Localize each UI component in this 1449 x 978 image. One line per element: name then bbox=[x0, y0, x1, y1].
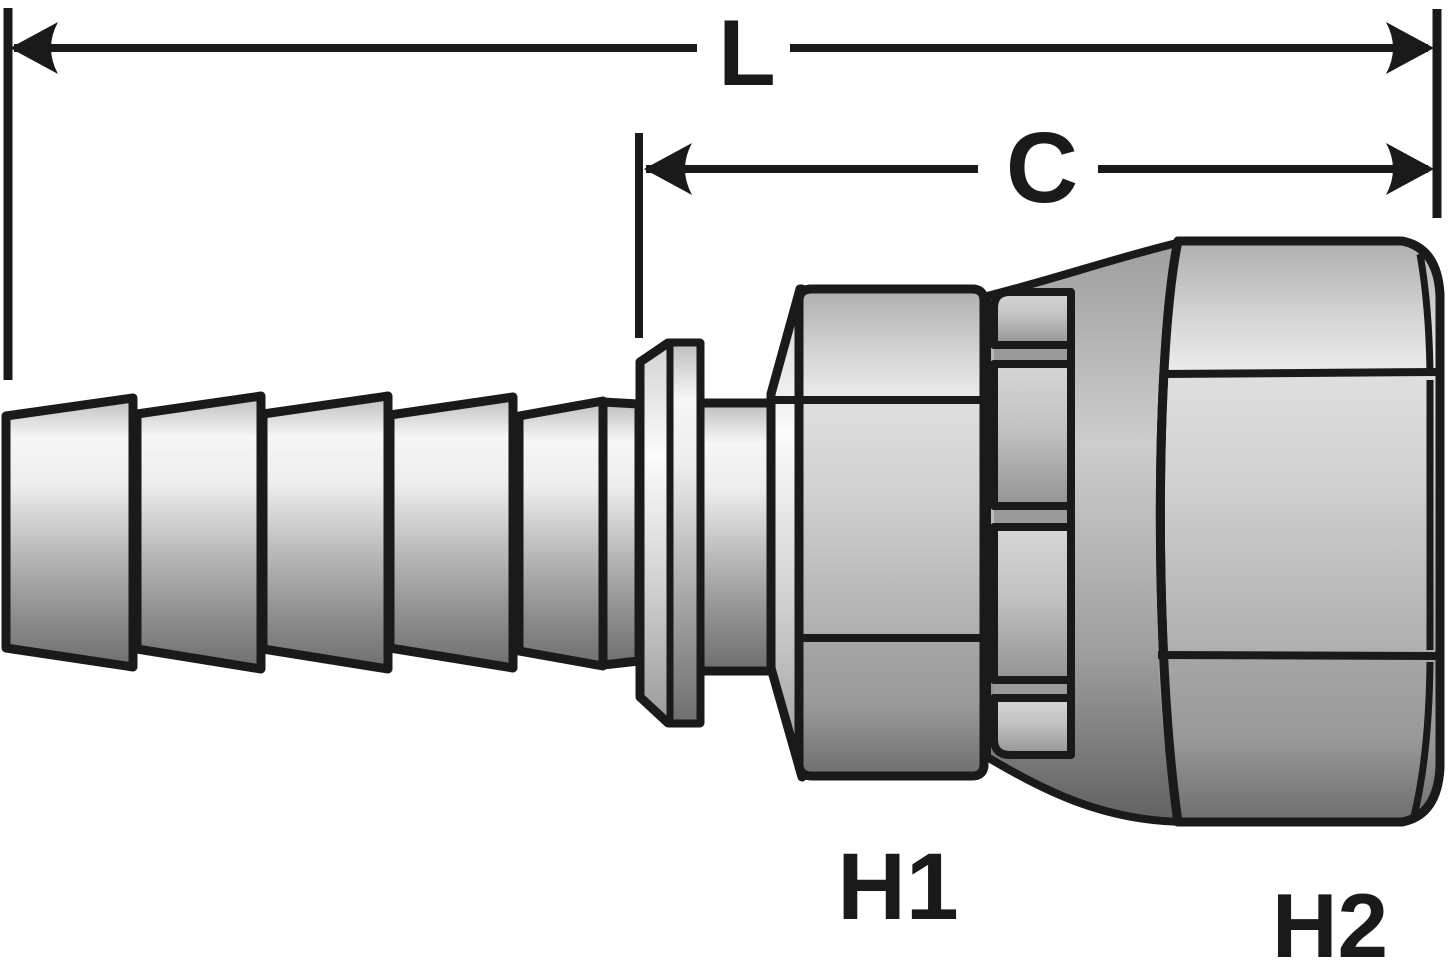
shank-cylinder bbox=[695, 398, 779, 676]
hex-h1-label: H1 bbox=[837, 834, 958, 940]
arrow-left-icon bbox=[10, 22, 58, 74]
dimension-c: C bbox=[635, 112, 1434, 338]
nut-facet-line-upper bbox=[1160, 368, 1438, 378]
hex-h2-label: H2 bbox=[1272, 876, 1388, 977]
barb-segment-2 bbox=[132, 391, 266, 674]
nut-right-edge-line-bottom bbox=[1410, 661, 1434, 817]
nut-facet-line-lower bbox=[1157, 651, 1438, 660]
stop-collar-face bbox=[666, 339, 704, 727]
nut-right-edge-line-top bbox=[1416, 253, 1434, 373]
hose-stop-groove bbox=[598, 397, 644, 670]
arrow-right-icon bbox=[1386, 22, 1434, 74]
arrow-left-icon bbox=[644, 143, 692, 195]
arrow-right-icon bbox=[1386, 143, 1434, 195]
swivel-nut-h2-top-facet bbox=[1161, 241, 1440, 374]
swivel-collar-band-2 bbox=[990, 360, 1075, 510]
swivel-collar-band-4 bbox=[990, 694, 1075, 759]
swivel-nut-h2-outline bbox=[1155, 236, 1445, 827]
dimension-l-label: L bbox=[718, 0, 775, 105]
swivel-collar-band-1 bbox=[990, 288, 1075, 349]
swivel-nut-h2-bottom-facet bbox=[1158, 655, 1440, 822]
hose-fitting-illustration bbox=[1, 236, 1445, 827]
barb-taper bbox=[514, 396, 608, 671]
hex-nut-h1-outline bbox=[794, 284, 989, 781]
hex-nut-h1-top-facet bbox=[799, 289, 984, 400]
hex-nut-h1-bottom-facet bbox=[799, 638, 984, 776]
dimension-l: L bbox=[3, 0, 1442, 380]
barb-segment-1 bbox=[1, 393, 138, 672]
barb-segment-4 bbox=[385, 392, 518, 673]
dimension-c-label: C bbox=[1006, 112, 1078, 224]
barb-segment-3 bbox=[258, 391, 393, 674]
swivel-collar-band-3 bbox=[990, 523, 1075, 684]
